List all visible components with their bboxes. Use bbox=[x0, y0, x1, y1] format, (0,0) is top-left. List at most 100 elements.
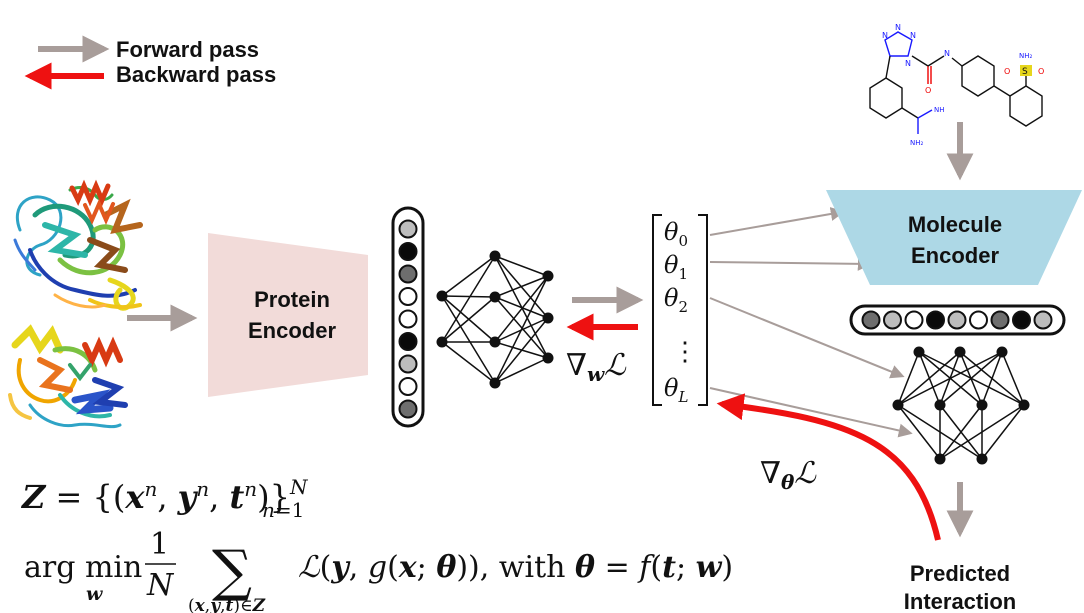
predicted-interaction-label-line2: Interaction bbox=[904, 589, 1016, 613]
network-edge bbox=[441, 295, 496, 384]
arrow-theta1-to-encoder bbox=[709, 256, 872, 271]
predictor-network-graph bbox=[892, 346, 1030, 465]
protein-encoder-label-line1: Protein bbox=[254, 287, 330, 312]
network-node bbox=[489, 250, 501, 262]
protein-encoder-label-line2: Encoder bbox=[248, 318, 336, 343]
molecule-structure-image: N N N N O N S O O NH₂ NH NH₂ bbox=[869, 23, 1044, 147]
network-edge bbox=[939, 404, 1025, 460]
theta-2: θ2 bbox=[664, 284, 688, 316]
svg-text:S: S bbox=[1022, 67, 1028, 77]
protein-embedding-cell bbox=[398, 287, 418, 306]
svg-text:n=1: n=1 bbox=[262, 498, 304, 522]
molecule-encoder-block: Molecule Encoder bbox=[826, 190, 1082, 285]
network-edge bbox=[494, 275, 549, 384]
theta-1: θ1 bbox=[664, 251, 688, 283]
backward-pass-label: Backward pass bbox=[116, 62, 276, 87]
network-edge bbox=[441, 295, 496, 298]
protein-embedding-cell bbox=[398, 242, 418, 261]
network-node bbox=[996, 346, 1008, 358]
molecule-embedding-cell bbox=[883, 310, 902, 330]
network-edge bbox=[981, 404, 1025, 460]
network-node bbox=[934, 453, 946, 465]
svg-text:O: O bbox=[925, 86, 931, 95]
theta-0: θ0 bbox=[664, 218, 688, 250]
protein-embedding-vector bbox=[391, 206, 425, 428]
svg-text:N: N bbox=[146, 568, 175, 603]
svg-text:w: w bbox=[86, 583, 103, 605]
protein-encoder-block: Protein Encoder bbox=[208, 233, 368, 397]
gradient-w-label: ∇wℒ bbox=[566, 348, 627, 386]
svg-text:N: N bbox=[944, 49, 950, 58]
protein-structure-bottom-image bbox=[8, 324, 128, 429]
protein-embedding-cell bbox=[398, 219, 418, 239]
objective-formula: arg min w 1 N ∑ (x,y,t)∈Z ℒ(y, g(x; θ)),… bbox=[24, 527, 733, 613]
theta-vector: θ0 θ1 θ2 ⋮ θL bbox=[652, 214, 708, 406]
network-edge bbox=[897, 351, 920, 406]
network-edge bbox=[441, 255, 496, 297]
protein-embedding-cell bbox=[398, 399, 418, 419]
forward-pass-label: Forward pass bbox=[116, 37, 259, 62]
svg-text:N: N bbox=[910, 31, 916, 40]
network-edge bbox=[494, 275, 549, 298]
dataset-formula: Z = {(xn, yn, tn)}N n=1 bbox=[20, 475, 309, 522]
network-node bbox=[1018, 399, 1030, 411]
network-node bbox=[954, 346, 966, 358]
network-node bbox=[489, 377, 501, 389]
network-node bbox=[436, 336, 448, 348]
molecule-embedding-cell bbox=[861, 310, 881, 330]
molecule-embedding-cell bbox=[904, 310, 924, 330]
theta-ellipsis: ⋮ bbox=[672, 337, 698, 367]
molecule-embedding-cell bbox=[947, 310, 967, 330]
network-node bbox=[489, 336, 501, 348]
network-edge bbox=[494, 255, 549, 277]
arrow-theta0-to-encoder bbox=[709, 207, 845, 236]
protein-embedding-cell bbox=[398, 332, 418, 351]
network-edge bbox=[494, 357, 549, 384]
network-node bbox=[542, 352, 554, 364]
molecule-embedding-cell bbox=[1012, 310, 1031, 330]
network-edge bbox=[939, 351, 1003, 406]
hypernetwork-graph bbox=[436, 250, 554, 389]
gradient-theta-label: ∇θℒ bbox=[760, 456, 817, 494]
svg-text:1: 1 bbox=[150, 527, 169, 562]
network-edge bbox=[897, 351, 961, 406]
legend: Forward pass Backward pass bbox=[24, 35, 276, 90]
network-edge bbox=[494, 296, 549, 319]
network-node bbox=[892, 399, 904, 411]
network-node bbox=[436, 290, 448, 302]
network-edge bbox=[494, 317, 549, 384]
svg-text:(x,y,t)∈Z: (x,y,t)∈Z bbox=[188, 596, 266, 613]
molecule-embedding-vector bbox=[849, 304, 1066, 336]
svg-text:NH₂: NH₂ bbox=[910, 139, 924, 147]
network-node bbox=[976, 453, 988, 465]
network-edge bbox=[981, 351, 1003, 406]
molecule-embedding-cell bbox=[990, 310, 1010, 330]
protein-embedding-cell bbox=[398, 354, 418, 374]
network-node bbox=[542, 270, 554, 282]
svg-text:O: O bbox=[1038, 67, 1044, 76]
arrow-thetaL-to-mlp bbox=[709, 387, 913, 438]
molecule-embedding-cell bbox=[969, 310, 988, 330]
network-node bbox=[542, 312, 554, 324]
network-edge bbox=[494, 275, 549, 343]
svg-text:N: N bbox=[895, 23, 901, 32]
molecule-embedding-cell bbox=[1033, 310, 1053, 330]
network-edge bbox=[939, 404, 983, 460]
svg-text:∑: ∑ bbox=[212, 539, 252, 604]
network-edge bbox=[494, 296, 549, 359]
svg-text:ℒ(y, g(x; θ)), with θ = f(t;: ℒ(y, g(x; θ)), with θ = f(t; w) bbox=[298, 550, 733, 585]
svg-text:NH: NH bbox=[934, 106, 945, 114]
backward-gradient-curve bbox=[716, 393, 941, 541]
network-node bbox=[976, 399, 988, 411]
svg-text:arg min: arg min bbox=[24, 550, 142, 585]
theta-L: θL bbox=[664, 374, 688, 406]
network-edge bbox=[441, 341, 496, 384]
svg-text:NH₂: NH₂ bbox=[1019, 52, 1033, 60]
molecule-embedding-cell bbox=[926, 310, 945, 330]
network-edge bbox=[441, 296, 496, 343]
protein-embedding-cell bbox=[398, 309, 418, 329]
network-node bbox=[913, 346, 925, 358]
network-edge bbox=[1001, 351, 1025, 406]
network-node bbox=[489, 291, 501, 303]
svg-text:N: N bbox=[882, 31, 888, 40]
